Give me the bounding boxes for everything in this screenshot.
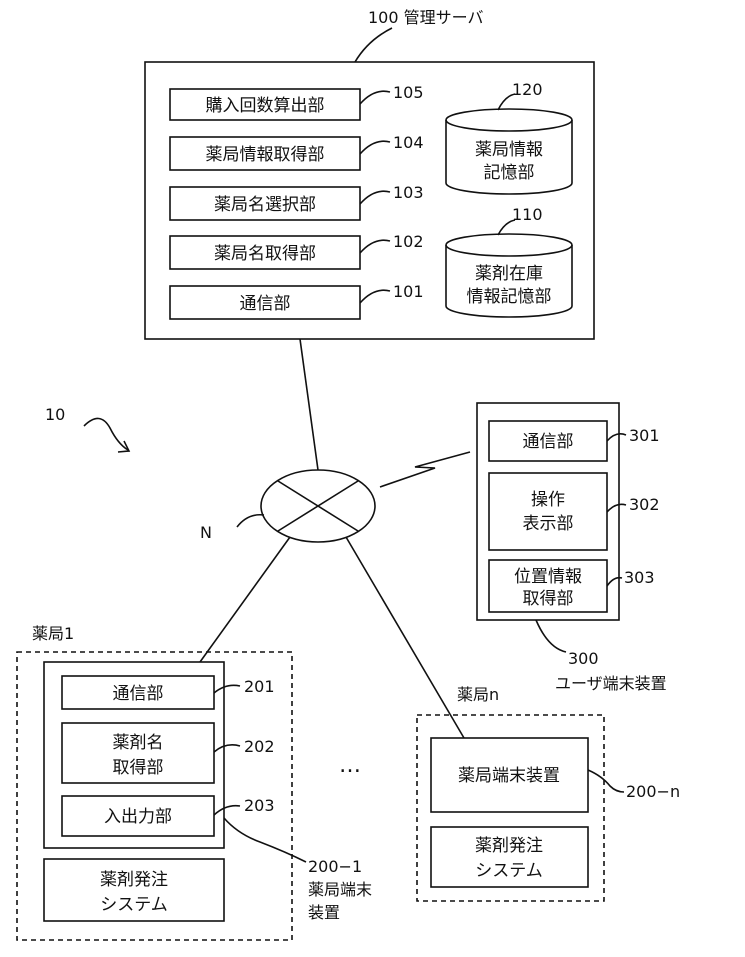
unit-box-302 (489, 473, 607, 550)
unit-name-104: 薬局情報取得部 (206, 145, 325, 165)
unit-name-203: 入出力部 (104, 807, 172, 827)
user-terminal-name: ユーザ端末装置 (555, 674, 667, 693)
ref-120: 120 (512, 80, 543, 99)
ref-105: 105 (393, 83, 424, 102)
ref-101: 101 (393, 282, 424, 301)
leader-system (84, 418, 128, 450)
leader-105 (360, 91, 390, 104)
link-network-pharmacy1 (200, 537, 290, 662)
unit-name-202-line-1: 薬剤名 (113, 733, 164, 753)
leader-202 (214, 745, 240, 752)
ref-202: 202 (244, 737, 275, 756)
unit-name-301: 通信部 (523, 432, 574, 452)
link-network-pharmacyn (346, 537, 464, 738)
unit-name-101: 通信部 (240, 294, 291, 314)
unit-name-103: 薬局名選択部 (214, 195, 316, 215)
leader-network (237, 515, 264, 527)
ellipsis: … (339, 753, 361, 778)
leader-200-n (588, 770, 624, 792)
ref-103: 103 (393, 183, 424, 202)
network-label: N (200, 523, 212, 542)
pharmacy-n-terminal-name: 薬局端末装置 (458, 766, 560, 786)
leader-203 (214, 806, 240, 815)
link-server-network (300, 339, 318, 470)
ref-301: 301 (629, 426, 660, 445)
leader-201 (214, 685, 240, 693)
unit-name-201: 通信部 (113, 684, 164, 704)
leader-104 (360, 141, 390, 154)
unit-name-202-line-2: 取得部 (113, 758, 164, 778)
storage-110-line-2: 情報記憶部 (467, 287, 552, 307)
pharmacy-1-terminal-name-line-1: 薬局端末 (308, 880, 372, 899)
ref-110: 110 (512, 205, 543, 224)
storage-110-line-1: 薬剤在庫 (475, 264, 543, 284)
system-ref: 10 (45, 405, 65, 424)
ref-302: 302 (629, 495, 660, 514)
leader-103 (360, 191, 390, 204)
pharmacy-1-terminal-name-line-2: 装置 (308, 903, 340, 922)
network-node (261, 470, 375, 542)
pharmacy-n-order-line-1: 薬剤発注 (475, 836, 543, 856)
ref-303: 303 (624, 568, 655, 587)
leader-200-1 (224, 818, 306, 862)
server-label: 100 管理サーバ (368, 8, 483, 27)
ref-300: 300 (568, 649, 599, 668)
ref-203: 203 (244, 796, 275, 815)
ref-104: 104 (393, 133, 424, 152)
leader-301 (607, 434, 626, 441)
pharmacy-1-order-line-2: システム (100, 895, 168, 915)
storage-120-line-1: 薬局情報 (475, 140, 543, 160)
leader-302 (607, 504, 626, 512)
unit-name-302-line-1: 操作 (531, 490, 565, 510)
unit-name-303-line-2: 取得部 (523, 589, 574, 609)
pharmacy-1-label: 薬局1 (32, 624, 74, 643)
leader-300 (536, 620, 566, 652)
leader-101 (360, 290, 390, 303)
leader-102 (360, 240, 390, 253)
ref-102: 102 (393, 232, 424, 251)
unit-name-302-line-2: 表示部 (523, 514, 574, 534)
ref-201: 201 (244, 677, 275, 696)
pharmacy-n-label: 薬局n (457, 685, 499, 704)
pharmacy-n-order-line-2: システム (475, 861, 543, 881)
pharmacy-1-order-line-1: 薬剤発注 (100, 870, 168, 890)
ref-200-n: 200−n (626, 782, 680, 801)
ref-200-1: 200−1 (308, 857, 362, 876)
storage-120-line-2: 記憶部 (484, 163, 535, 183)
wireless-link-icon (380, 452, 470, 487)
unit-name-303-line-1: 位置情報 (514, 567, 582, 587)
unit-name-102: 薬局名取得部 (214, 244, 316, 264)
server-leader (355, 28, 392, 62)
unit-name-105: 購入回数算出部 (206, 96, 325, 116)
